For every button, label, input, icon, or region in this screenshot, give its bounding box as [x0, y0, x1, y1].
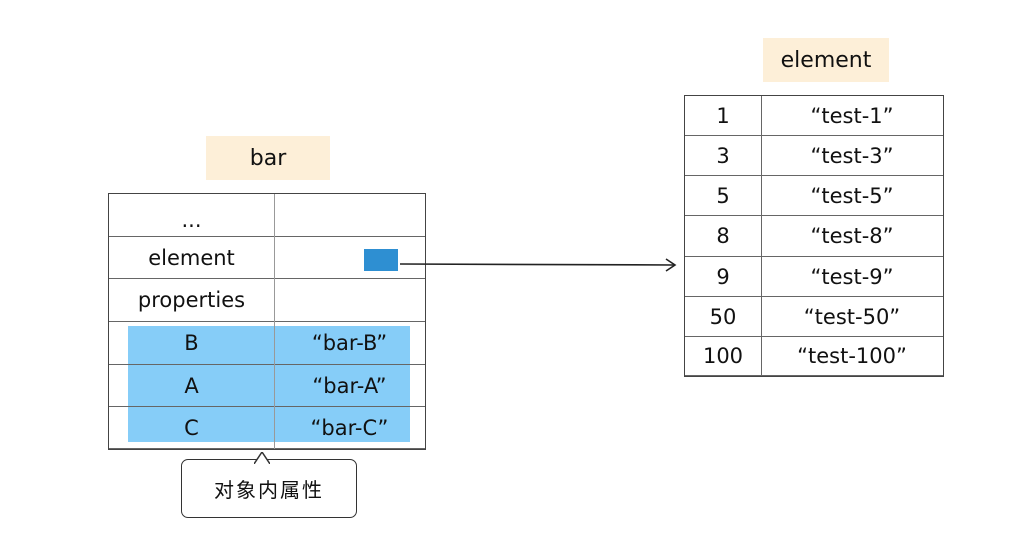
bar-row-value: “bar-B” [311, 331, 388, 355]
element-row-index: 8 [716, 224, 730, 248]
bar-row-key: ... [181, 208, 202, 232]
element-column-divider [761, 96, 762, 376]
element-row-value: “test-9” [810, 264, 894, 289]
element-row-index: 3 [716, 143, 730, 168]
bar-row-key: element [148, 245, 235, 270]
element-row-index: 9 [716, 264, 730, 289]
element-row: 50 “test-50” [685, 297, 943, 337]
element-row: 1 “test-1” [685, 96, 943, 136]
element-row: 9 “test-9” [685, 257, 943, 297]
element-row-index: 1 [716, 103, 730, 128]
bar-row-key: B [184, 331, 199, 355]
element-row-value: “test-1” [810, 103, 894, 128]
element-pointer-icon [364, 249, 398, 271]
bar-row-properties: properties [109, 279, 425, 322]
element-row: 3 “test-3” [685, 136, 943, 176]
pointer-arrow-line [399, 263, 675, 266]
bar-row-element: element [109, 237, 425, 279]
element-store-table: 1 “test-1” 3 “test-3” 5 “test-5” 8 “test… [684, 95, 944, 377]
bar-row-key: properties [137, 288, 246, 312]
bar-row-value: “bar-C” [310, 415, 389, 440]
element-row-index: 5 [716, 183, 730, 208]
pointer-arrowhead [665, 258, 677, 272]
element-title: element [763, 38, 889, 82]
element-row-value: “test-5” [810, 183, 894, 208]
bar-row-property-c: C “bar-C” [109, 407, 425, 449]
bar-column-divider [274, 194, 275, 449]
element-row-value: “test-8” [810, 224, 894, 248]
element-row-value: “test-50” [803, 304, 901, 329]
element-row-value: “test-100” [797, 344, 907, 368]
bar-row-value: “bar-A” [312, 373, 387, 398]
bar-row-key: A [184, 373, 199, 398]
in-object-properties-highlight [128, 326, 410, 442]
element-row-value: “test-3” [810, 143, 894, 168]
callout-pointer [254, 452, 270, 464]
element-row: 8 “test-8” [685, 216, 943, 257]
bar-title: bar [206, 136, 330, 180]
bar-row-property-a: A “bar-A” [109, 365, 425, 407]
element-row-index: 100 [702, 344, 744, 368]
in-object-properties-callout: 对象内属性 [181, 459, 357, 518]
bar-object-table: ... element properties B “bar-B” A “bar-… [108, 193, 426, 450]
bar-row-ellipsis: ... [109, 194, 425, 237]
element-row: 100 “test-100” [685, 337, 943, 376]
bar-row-property-b: B “bar-B” [109, 322, 425, 365]
element-row: 5 “test-5” [685, 176, 943, 216]
element-row-index: 50 [709, 304, 737, 329]
bar-row-key: C [184, 415, 199, 440]
